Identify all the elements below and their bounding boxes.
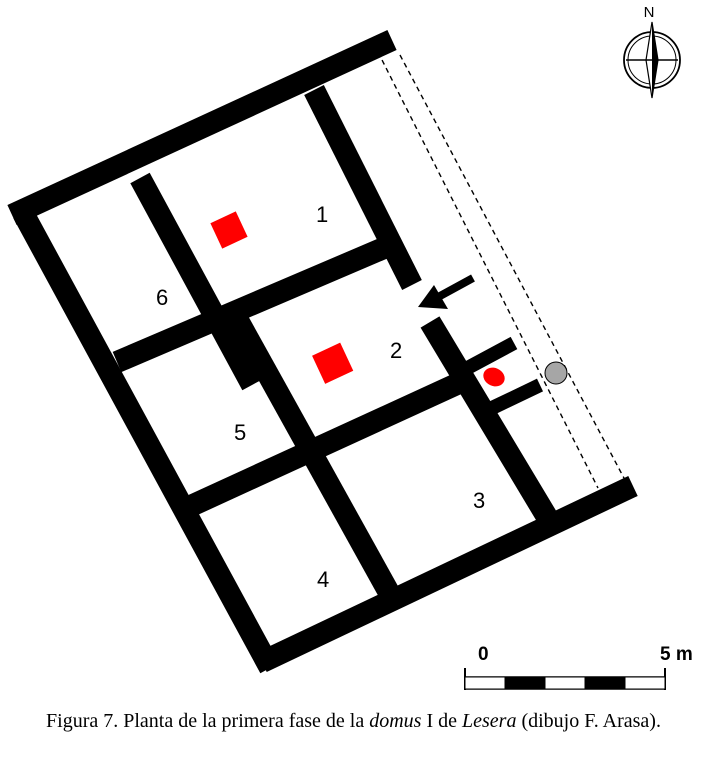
caption-part-1: Figura 7. Planta de la primera fase de l…: [46, 710, 370, 732]
north-arrow-icon: N: [623, 4, 681, 99]
dashed-line-outer: [399, 54, 626, 481]
caption-part-2: I de: [421, 710, 463, 732]
wall-1-6-horizontal: [112, 231, 403, 373]
caption-italic-domus: domus: [369, 710, 422, 732]
outer-wall-west: [13, 207, 280, 674]
caption-part-3: (dibujo F. Arasa).: [516, 710, 661, 732]
wall-2-east-lower: [420, 316, 560, 528]
red-square-feature-room-2: [312, 342, 354, 384]
outer-wall-north: [7, 30, 397, 225]
red-oval-feature: [483, 367, 505, 387]
wall-2-5-horizontal: [188, 368, 475, 515]
north-label: N: [644, 4, 655, 21]
wall-stub-upper: [456, 336, 518, 379]
room-3-label: 3: [473, 488, 485, 513]
scale-end-label: 5 m: [660, 644, 693, 665]
walls: [7, 30, 638, 674]
dashed-line-inner: [377, 51, 599, 489]
portico-dashed-lines: [377, 51, 626, 489]
room-4-label: 4: [317, 567, 329, 592]
scale-bar: 0 5 m: [464, 644, 693, 690]
outer-wall-south: [257, 476, 638, 672]
caption-italic-lesera: Lesera: [462, 710, 517, 732]
grey-circle-feature: [544, 361, 568, 385]
red-square-feature-room-1: [210, 211, 248, 249]
room-2-label: 2: [390, 338, 402, 363]
room-1-label: 1: [316, 202, 328, 227]
wall-6-5-left: [130, 172, 262, 391]
entrance-arrow-icon: [418, 274, 475, 309]
room-5-label: 5: [234, 420, 246, 445]
wall-stub-lower: [488, 378, 544, 415]
figure-caption: Figura 7. Planta de la primera fase de l…: [20, 708, 687, 734]
room-6-label: 6: [156, 285, 168, 310]
scale-start-label: 0: [478, 644, 489, 665]
